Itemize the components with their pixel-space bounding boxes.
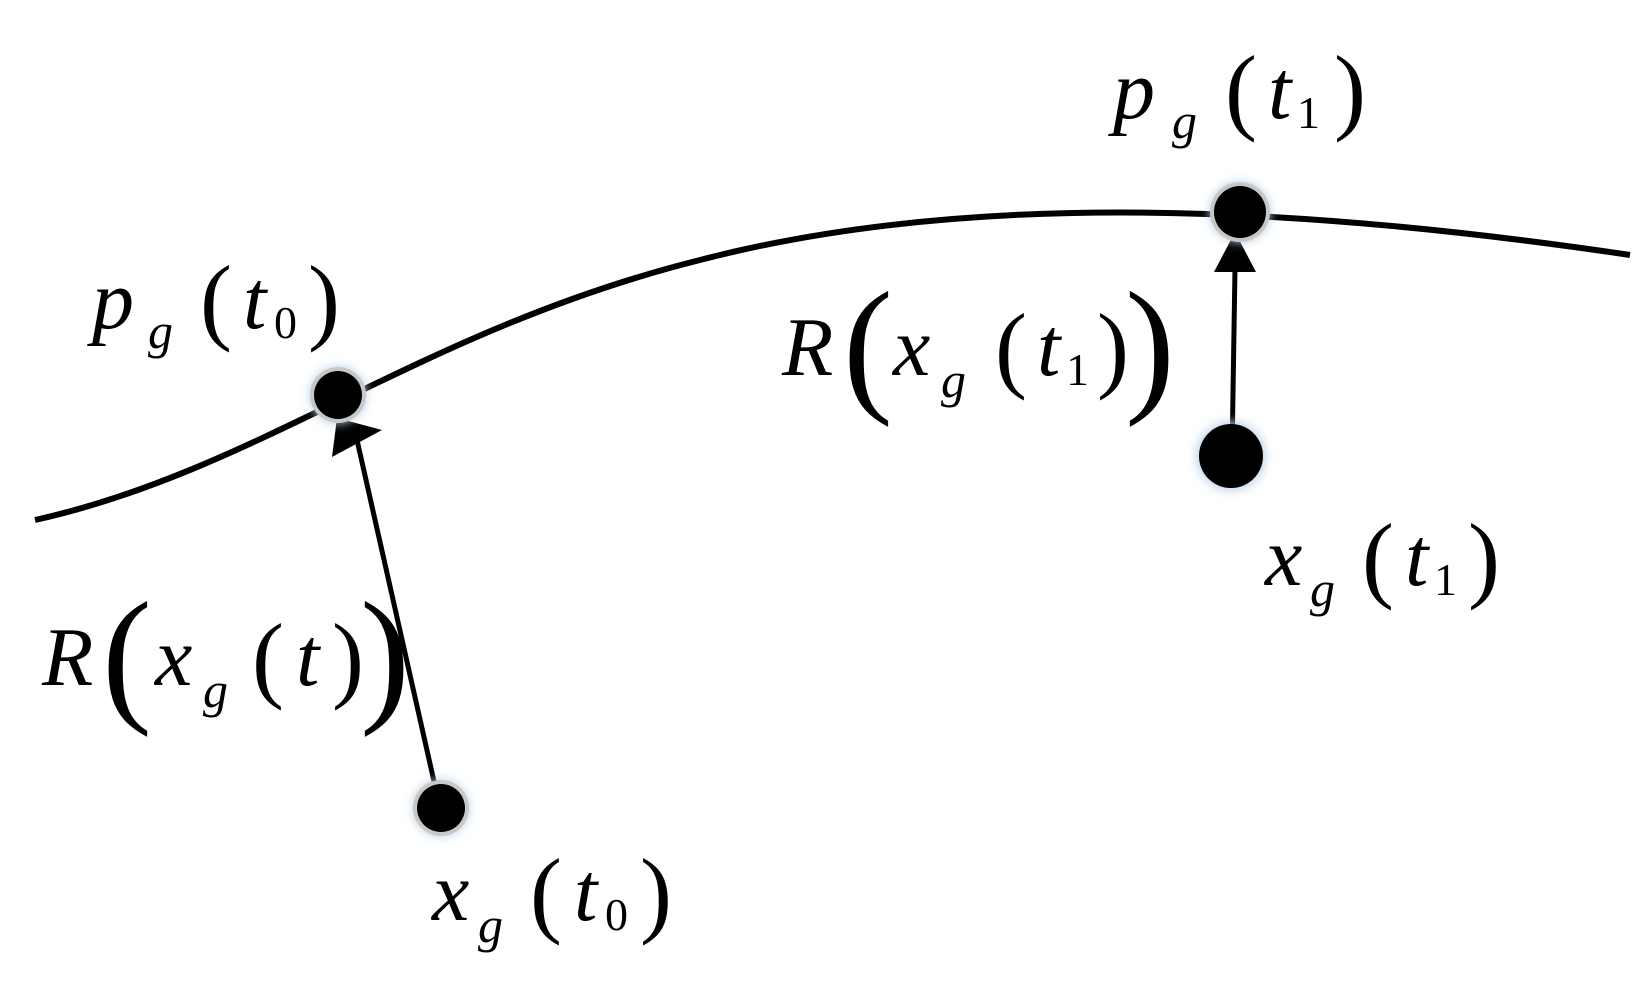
label-p-t1: p g ( t 1 ) [1108,36,1366,149]
label-r-t-open2: ( [252,604,284,711]
label-p-t0-main: p [87,254,134,347]
label-r-t1-arg: t [1037,301,1063,394]
label-x-t1-close: ) [1468,504,1500,611]
label-p-t1-close: ) [1334,36,1366,143]
label-r-t1-close: ) [1125,262,1175,428]
label-x-t1-open: ( [1362,504,1394,611]
label-x-t0-arg: t [574,846,600,939]
label-r-t1: R ( x g ( t 1 ) ) [781,262,1175,428]
label-r-t-close: ) [360,572,410,738]
label-r-t-arg: t [296,611,322,704]
label-p-t0-open: ( [200,246,232,353]
label-x-t0-open: ( [530,839,562,946]
label-r-t-sub: g [203,662,228,718]
label-x-t1-main: x [1263,511,1302,604]
label-r-t1-sub: g [941,352,966,408]
label-x-t0-main: x [430,846,469,939]
label-p-t0-close: ) [308,246,340,353]
label-x-t0-close: ) [640,839,672,946]
label-p-t1-argsub: 1 [1297,87,1320,138]
label-p-t1-arg: t [1268,44,1294,137]
point-x-t1 [1197,422,1265,490]
label-r-t-open: ( [102,572,152,738]
arrowhead-t1 [1214,232,1256,272]
label-p-t1-open: ( [1225,36,1257,143]
label-r-t-R: R [41,611,93,704]
label-p-t0: p g ( t 0 ) [87,246,340,359]
label-p-t0-argsub: 0 [274,297,297,348]
label-r-t1-main: x [891,301,930,394]
label-r-t-close2: ) [332,604,364,711]
manifold-curve [34,209,1631,523]
point-x-t0 [413,780,469,836]
label-x-t1-argsub: 1 [1434,554,1457,605]
label-p-t0-sub: g [148,303,173,359]
label-x-t1-sub: g [1310,561,1335,617]
label-r-t-main: x [153,611,192,704]
label-p-t1-main: p [1108,44,1155,137]
label-x-t0: x g ( t 0 ) [430,839,672,953]
label-r-t1-close2: ) [1097,294,1129,401]
point-p-t1 [1210,182,1270,242]
point-p-t0 [310,367,366,423]
label-x-t0-sub: g [478,897,503,953]
projection-arrow-t0 [332,418,443,809]
label-r-t1-open2: ( [995,294,1027,401]
label-r-t1-R: R [781,301,833,394]
label-x-t1: x g ( t 1 ) [1263,504,1500,617]
label-r-t: R ( x g ( t ) ) [41,572,410,738]
label-x-t0-argsub: 0 [605,889,628,940]
label-x-t1-arg: t [1405,511,1431,604]
label-p-t0-arg: t [243,254,269,347]
label-p-t1-sub: g [1172,93,1197,149]
label-r-t1-argsub: 1 [1066,344,1089,395]
label-r-t1-open: ( [843,262,893,428]
arrowhead-t0 [332,418,382,457]
